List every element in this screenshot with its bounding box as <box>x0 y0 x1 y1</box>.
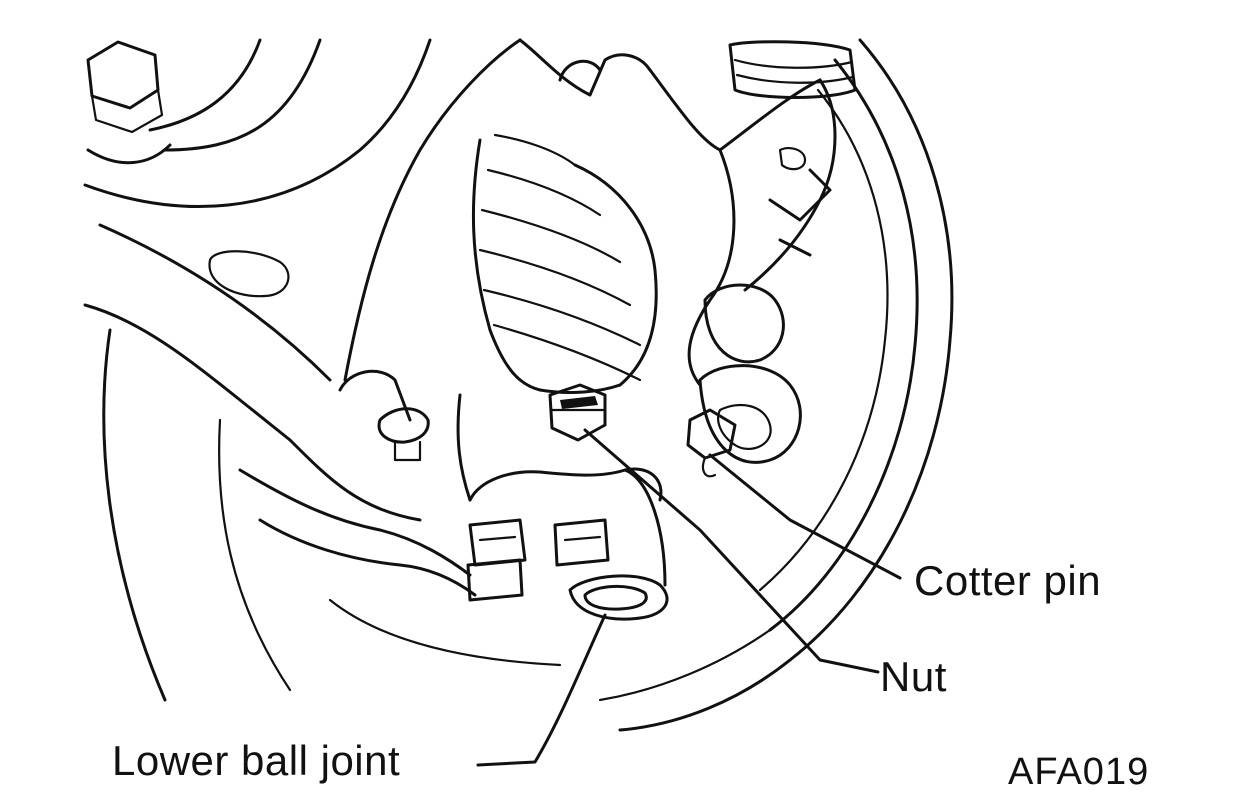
cv-boot <box>471 133 658 394</box>
frame-member <box>83 38 432 522</box>
upper-bolt-head <box>86 40 172 165</box>
leader-lines <box>476 428 902 767</box>
cotter-pin <box>686 408 737 478</box>
lower-control-arm <box>238 468 562 667</box>
tie-rod-end <box>698 168 832 464</box>
brake-disc-outline <box>598 38 954 732</box>
callout-lower-ball-joint: Lower ball joint <box>112 737 401 784</box>
upper-boot <box>728 40 857 99</box>
figure-code: AFA019 <box>1008 751 1150 793</box>
callout-cotter-pin: Cotter pin <box>914 557 1102 604</box>
callout-nut: Nut <box>880 653 947 700</box>
lower-ball-joint-drawing <box>568 468 669 621</box>
wheel-arc <box>102 328 292 702</box>
castle-nut <box>548 383 607 442</box>
ball-joint-bolts <box>377 407 610 602</box>
